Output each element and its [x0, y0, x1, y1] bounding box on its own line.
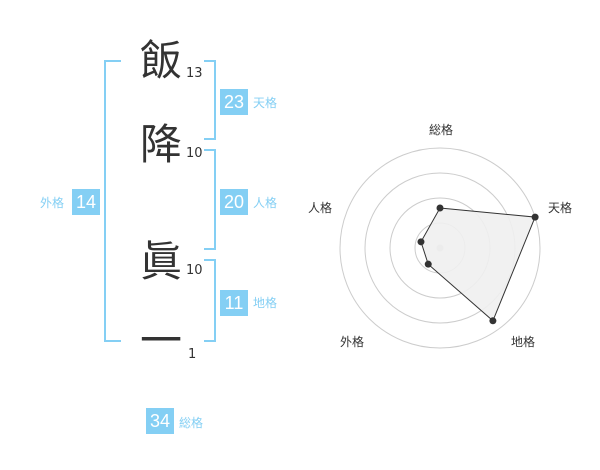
radar-point-0 [436, 204, 444, 212]
name-char-2: 降 [139, 120, 182, 169]
radar-label-soukaku: 総格 [429, 123, 454, 137]
stroke-count-2: 10 [186, 146, 203, 161]
chikaku-bracket-bottom [204, 340, 216, 342]
radar-label-tenkaku: 天格 [548, 201, 573, 215]
chikaku-value: 11 [220, 290, 248, 316]
radar-polygon [420, 207, 536, 322]
jinkaku-label: 人格 [253, 196, 278, 210]
radar-label-chikaku: 地格 [511, 335, 536, 349]
jinkaku-bracket-spine [214, 149, 216, 250]
tenkaku-bracket-top [204, 60, 216, 62]
soukaku-value: 34 [146, 408, 174, 434]
radar-label-jinkaku: 人格 [308, 201, 333, 215]
jinkaku-bracket-top [204, 149, 216, 151]
tenkaku-bracket-spine [214, 60, 216, 140]
tenkaku-value: 23 [220, 89, 248, 115]
jinkaku-bracket-bottom [204, 248, 216, 250]
gaikaku-label: 外格 [40, 196, 65, 210]
soukaku-label: 総格 [179, 416, 204, 430]
chikaku-label: 地格 [253, 296, 278, 310]
gaikaku-value: 14 [72, 189, 100, 215]
radar-ring-4 [339, 147, 541, 349]
radar-point-4 [417, 238, 425, 246]
gaikaku-bracket-bottom [104, 340, 121, 342]
radar-label-gaikaku: 外格 [340, 335, 365, 349]
stroke-count-1: 13 [186, 66, 203, 81]
gaikaku-bracket-spine [104, 60, 106, 342]
chikaku-bracket-top [204, 259, 216, 261]
name-char-3: 眞 [139, 237, 182, 286]
stroke-count-4: 1 [188, 347, 197, 362]
radar-point-1 [531, 213, 539, 221]
gaikaku-bracket-top [104, 60, 121, 62]
tenkaku-label: 天格 [253, 96, 278, 110]
name-char-4: 一 [139, 316, 182, 365]
stroke-count-3: 10 [186, 263, 203, 278]
tenkaku-bracket-bottom [204, 138, 216, 140]
name-char-1: 飯 [139, 36, 182, 85]
jinkaku-value: 20 [220, 189, 248, 215]
radar-point-2 [489, 317, 497, 325]
radar-point-3 [424, 260, 432, 268]
chikaku-bracket-spine [214, 259, 216, 342]
